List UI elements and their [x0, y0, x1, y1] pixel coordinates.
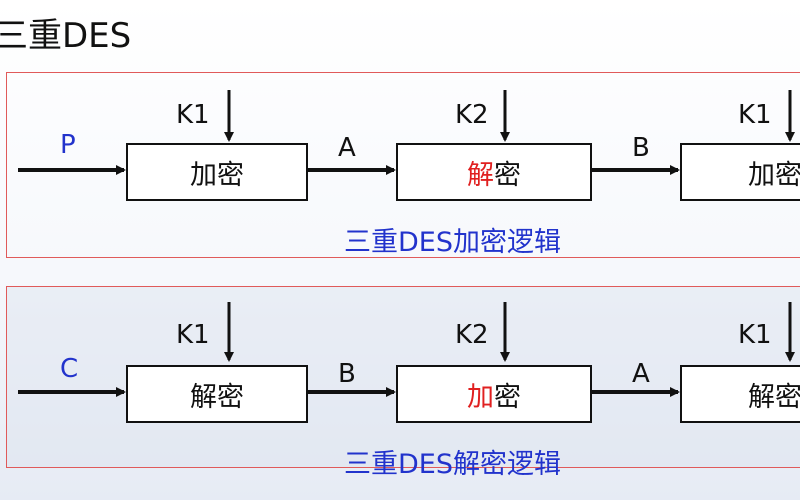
- key-label-3-dec: K1: [738, 320, 772, 350]
- decrypt-box-1: 解密: [126, 365, 308, 423]
- decrypt-box-3: 解密: [680, 365, 800, 423]
- box-red-text: 加: [467, 381, 494, 413]
- link-label-b-dec: B: [338, 359, 356, 389]
- key-label-1-enc: K1: [176, 100, 210, 130]
- encrypt-box-3: 加密: [680, 143, 800, 201]
- box-text: 加密: [748, 159, 800, 191]
- box-text: 密: [494, 381, 521, 413]
- encrypt-box-middle-dec: 加密: [396, 365, 592, 423]
- input-label-c: C: [60, 354, 79, 384]
- link-label-a-enc: A: [338, 133, 356, 163]
- box-text: 解密: [748, 381, 800, 413]
- box-red-text: 解: [467, 159, 494, 191]
- page-title: 三重DES: [0, 16, 132, 56]
- link-label-a-dec: A: [632, 359, 650, 389]
- key-label-2-enc: K2: [455, 100, 489, 130]
- key-label-1-dec: K1: [176, 320, 210, 350]
- decrypt-box-middle-enc: 解密: [396, 143, 592, 201]
- box-text: 密: [494, 159, 521, 191]
- input-label-p: P: [60, 130, 76, 160]
- encryption-panel: [6, 72, 800, 258]
- decrypt-caption: 三重DES解密逻辑: [344, 449, 561, 480]
- key-label-3-enc: K1: [738, 100, 772, 130]
- encrypt-caption: 三重DES加密逻辑: [344, 227, 561, 258]
- box-text: 加密: [190, 159, 244, 191]
- key-label-2-dec: K2: [455, 320, 489, 350]
- link-label-b-enc: B: [632, 133, 650, 163]
- encrypt-box-1: 加密: [126, 143, 308, 201]
- box-text: 解密: [190, 381, 244, 413]
